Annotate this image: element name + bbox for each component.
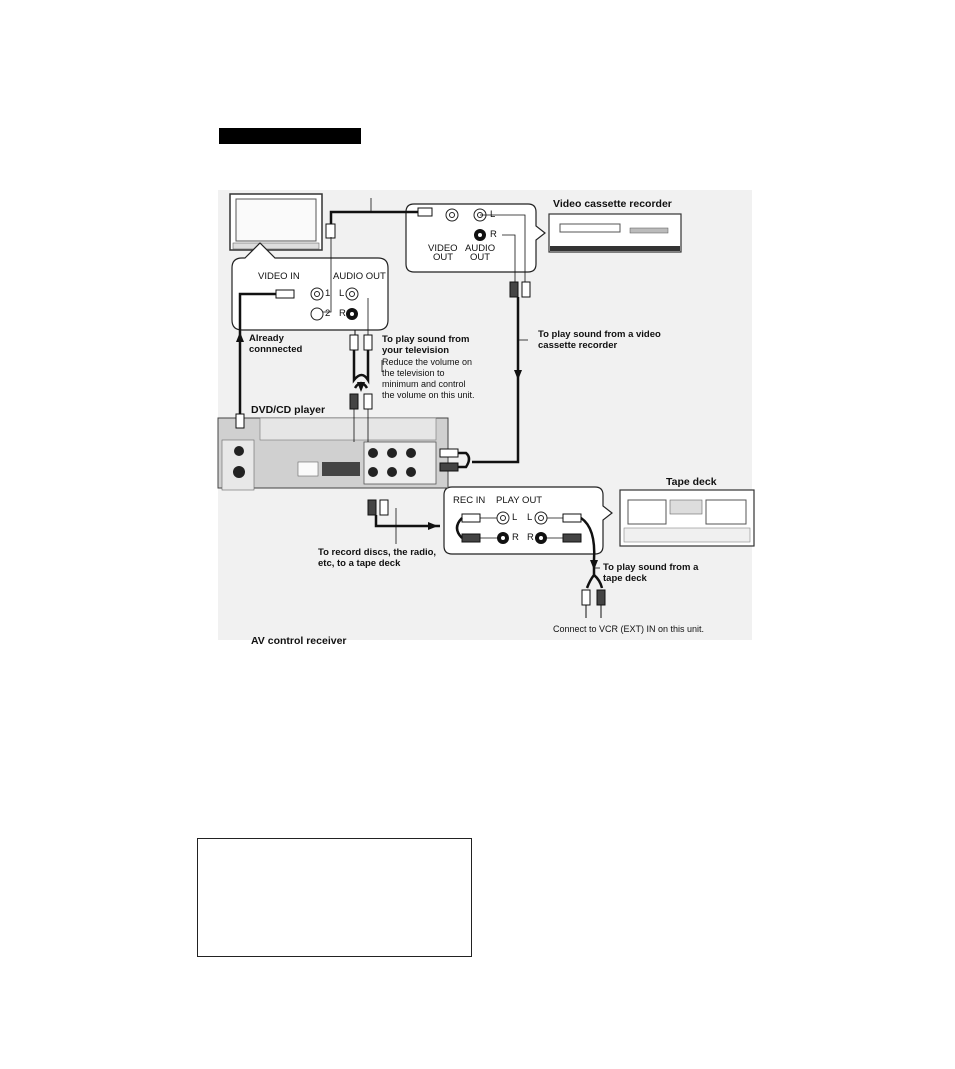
- vcr-panel-bubble: [405, 203, 546, 273]
- record-tape-line-2: etc, to a tape deck: [318, 558, 401, 569]
- vcr-audio-right-label: R: [490, 229, 497, 240]
- tv-sound-note-line-4: the volume on this unit.: [382, 390, 475, 400]
- note-box: [197, 838, 472, 957]
- tape-rec-right-label: R: [512, 532, 519, 543]
- television-illustration: [229, 193, 323, 251]
- direction-arrows: [236, 332, 598, 570]
- player-rear-panel-illustration: [217, 417, 449, 491]
- tape-deck-label: Tape deck: [666, 476, 717, 488]
- vcr-video-out-label-1: VIDEO: [428, 243, 458, 254]
- tv-sound-note-line-1: Reduce the volume on: [382, 357, 473, 367]
- vcr-audio-left-label: L: [490, 209, 496, 220]
- tape-play-out-label: PLAY OUT: [496, 495, 543, 506]
- vcr-audio-out-label-1: AUDIO: [465, 243, 496, 254]
- tv-sound-note-line-2: the television to: [382, 368, 445, 378]
- vcr-audio-out-label-2: OUT: [470, 252, 491, 263]
- vcr-label: Video cassette recorder: [553, 198, 672, 210]
- already-connected-line-2: connnected: [249, 344, 303, 355]
- vcr-illustration: [548, 213, 682, 253]
- vcr-video-out-label-2: OUT: [433, 252, 454, 263]
- tv-jack-2-label: 2: [325, 308, 331, 319]
- vcr-sound-line-2: cassette recorder: [538, 340, 618, 351]
- tape-sound-line-1: To play sound from a: [603, 562, 699, 573]
- vcr-sound-line-1: To play sound from a video: [538, 329, 661, 340]
- tv-jack-1-label: 1: [325, 288, 331, 299]
- record-tape-line-1: To record discs, the radio,: [318, 547, 437, 558]
- tv-audio-left-label: L: [339, 288, 345, 299]
- tape-rec-left-label: L: [512, 512, 518, 523]
- already-connected-line-1: Already: [249, 333, 284, 344]
- tape-rec-in-label: REC IN: [453, 495, 486, 506]
- tv-sound-title-line-1: To play sound from: [382, 334, 470, 345]
- tape-play-right-label: R: [527, 532, 534, 543]
- section-heading-bar: [219, 128, 361, 144]
- tv-video-in-label: VIDEO IN: [258, 271, 300, 282]
- connect-vcr-note: Connect to VCR (EXT) IN on this unit.: [553, 624, 705, 634]
- tv-sound-title-line-2: your television: [382, 345, 450, 356]
- tape-sound-line-2: tape deck: [603, 573, 647, 584]
- tape-deck-illustration: [619, 489, 755, 547]
- tv-audio-right-label: R: [339, 308, 346, 319]
- receiver-label: AV control receiver: [251, 635, 347, 647]
- tv-panel-bubble: [231, 242, 389, 331]
- tv-sound-note-line-3: minimum and control: [382, 379, 466, 389]
- dvd-player-label: DVD/CD player: [251, 404, 326, 416]
- tv-audio-out-label: AUDIO OUT: [333, 271, 386, 282]
- tape-play-left-label: L: [527, 512, 533, 523]
- cables: [235, 198, 606, 618]
